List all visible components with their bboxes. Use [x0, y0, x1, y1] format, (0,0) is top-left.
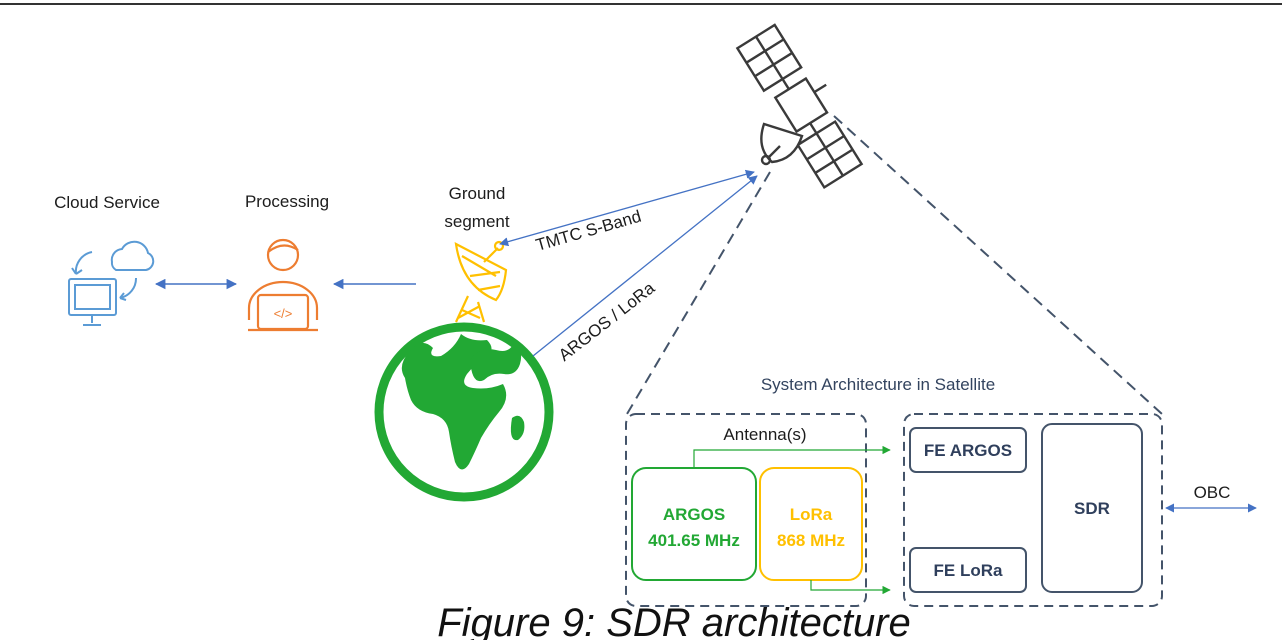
- processing-label: Processing: [245, 192, 329, 211]
- tmtc-label: TMTC S-Band: [534, 207, 644, 255]
- fe-argos-box: [909, 427, 1027, 473]
- ground-antenna-icon: [454, 240, 508, 323]
- satellite-icon: [735, 23, 864, 189]
- cloud-computer-icon: [68, 240, 155, 326]
- zoom-line-left: [626, 171, 771, 415]
- fe-lora-label: FE LoRa: [934, 561, 1003, 580]
- argos-antenna-box: [631, 467, 757, 581]
- tmtc-link: [499, 169, 755, 247]
- lora-antenna-box: [759, 467, 863, 581]
- argos-to-fe-link: [693, 445, 891, 468]
- zoom-line-right: [833, 115, 1163, 415]
- person-laptop-icon: </>: [247, 238, 319, 332]
- argos-freq: 401.65 MHz: [648, 531, 740, 550]
- argos-lora-uplink: [532, 175, 758, 357]
- sdr-box: [1041, 423, 1143, 593]
- fe-argos-label: FE ARGOS: [924, 441, 1012, 460]
- fe-lora-box: [909, 547, 1027, 593]
- antennas-label: Antenna(s): [723, 425, 806, 444]
- svg-text:</>: </>: [274, 306, 293, 321]
- sdr-label: SDR: [1074, 499, 1110, 518]
- antenna-group-box: [625, 413, 867, 607]
- argos-lora-link-label: ARGOS / LoRa: [555, 278, 659, 365]
- cloud-service-label: Cloud Service: [54, 193, 160, 212]
- lora-name: LoRa: [790, 505, 833, 524]
- system-architecture-label: System Architecture in Satellite: [761, 375, 995, 394]
- lora-freq: 868 MHz: [777, 531, 845, 550]
- figure-caption: Figure 9: SDR architecture: [437, 601, 911, 640]
- ground-label-line1: Ground: [449, 184, 506, 203]
- argos-name: ARGOS: [663, 505, 725, 524]
- earth-globe-icon: [374, 322, 554, 502]
- lora-to-fe-link: [810, 580, 891, 595]
- ground-label-line2: segment: [444, 212, 509, 231]
- processing-group-box: [903, 413, 1163, 607]
- obc-label: OBC: [1194, 483, 1231, 502]
